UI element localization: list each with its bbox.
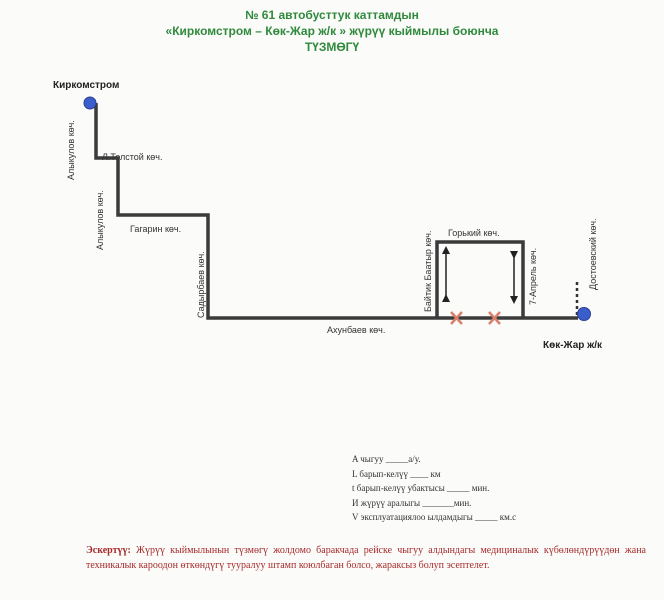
stop-end-label: Көк-Жар ж/к	[543, 340, 603, 351]
stat-i: И жүрүү аралыгы _______мин.	[352, 497, 472, 508]
closed-crossing-icon	[488, 311, 501, 325]
note-text: Жүрүү кыймылынын түзмөгү жолдомо баракча…	[86, 545, 646, 571]
title-line-2: «Киркомстром – Көк-Жар ж/к » жүрүү кыймы…	[165, 24, 499, 38]
stop-start-label: Киркомстром	[53, 80, 120, 91]
street-tolstoy: Л.Толстой көч.	[102, 152, 163, 162]
stat-v: V эксплуатациялоо ылдамдыгы _____ км.с	[352, 512, 517, 522]
street-april7: 7-Апрель көч.	[528, 247, 538, 305]
street-gagarin: Гагарин көч.	[130, 224, 182, 234]
detour-loop	[435, 240, 525, 318]
note-label: Эскертүү:	[86, 545, 131, 556]
title-line-3: ТҮЗМӨГҮ	[304, 40, 360, 54]
route-stats: A чыгуу _____а/у. L барып-келүү ____ км …	[352, 452, 516, 525]
stop-start-icon	[83, 96, 97, 110]
street-akhunbaev: Ахунбаев көч.	[327, 325, 386, 335]
route-line	[94, 103, 578, 320]
street-baitik: Байтик Баатыр көч.	[423, 230, 433, 312]
street-alykulov-2: Алыкулов көч.	[95, 190, 105, 250]
stat-t: t барып-келүү убактысы _____ мин.	[352, 483, 490, 493]
street-gorky: Горький көч.	[448, 228, 500, 238]
title-line-1: № 61 автобусттук каттамдын	[245, 8, 419, 22]
note: Эскертүү: Жүрүү кыймылынын түзмөгү жолдо…	[86, 543, 646, 573]
street-sadyrbaev: Садырбаев көч.	[196, 251, 206, 318]
stop-end-icon	[577, 307, 591, 321]
street-dostoevsky: Достоевский көч.	[588, 218, 598, 290]
stat-l: L барып-келүү ____ км	[352, 468, 441, 479]
stat-a: A чыгуу _____а/у.	[352, 454, 421, 464]
street-alykulov-1: Алыкулов көч.	[66, 120, 76, 180]
closed-crossing-icon	[450, 311, 463, 325]
